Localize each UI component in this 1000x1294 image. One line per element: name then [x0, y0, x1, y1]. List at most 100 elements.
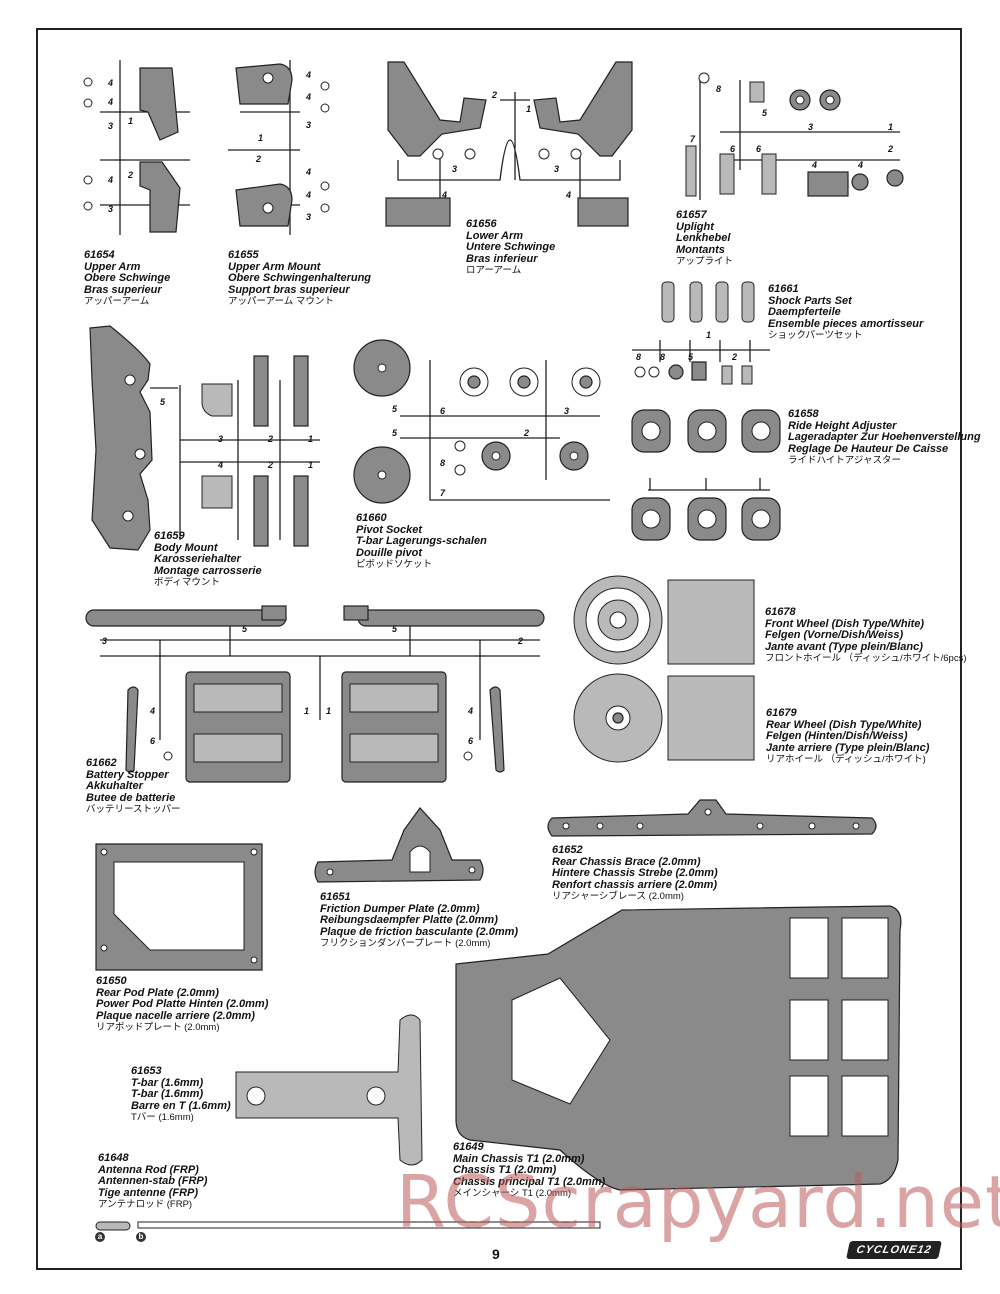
caption-61662: 61662 Battery Stopper Akkuhalter Butee d… — [86, 757, 181, 815]
svg-text:8: 8 — [716, 84, 721, 94]
svg-text:4: 4 — [107, 175, 113, 185]
svg-text:2: 2 — [517, 636, 523, 646]
svg-text:3: 3 — [564, 406, 569, 416]
main-chassis — [455, 905, 902, 1191]
rear-pod-plate — [95, 843, 263, 971]
svg-text:1: 1 — [308, 460, 313, 470]
battery-stopper-sprue: 3 2 5 5 4 4 6 6 1 1 — [85, 605, 545, 783]
svg-text:8: 8 — [440, 458, 445, 468]
svg-text:2: 2 — [731, 352, 737, 362]
svg-text:6: 6 — [150, 736, 156, 746]
t-bar — [235, 1014, 423, 1166]
svg-text:2: 2 — [887, 144, 893, 154]
caption-61655: 61655 Upper Arm Mount Obere Schwingenhal… — [228, 249, 372, 307]
svg-text:3: 3 — [554, 164, 559, 174]
svg-text:4: 4 — [565, 190, 571, 200]
uplight-sprue: 8 5 3 1 7 6 6 2 4 4 — [685, 72, 904, 200]
svg-text:4: 4 — [107, 97, 113, 107]
svg-text:1: 1 — [308, 434, 313, 444]
svg-text:4: 4 — [467, 706, 473, 716]
caption-61653: 61653 T-bar (1.6mm) T-bar (1.6mm) Barre … — [131, 1065, 231, 1123]
caption-61659: 61659 Body Mount Karosseriehalter Montag… — [154, 530, 262, 588]
svg-text:5: 5 — [392, 428, 398, 438]
svg-text:2: 2 — [523, 428, 529, 438]
svg-text:4: 4 — [305, 70, 311, 80]
page-border — [36, 28, 962, 1270]
ride-height-adjuster-sprue — [631, 409, 781, 541]
caption-61658: 61658 Ride Height Adjuster Lageradapter … — [788, 408, 981, 466]
watermark: RCScrapyard.net — [396, 1160, 1000, 1244]
svg-text:2: 2 — [491, 90, 497, 100]
caption-61648: 61648 Antenna Rod (FRP) Antennen-stab (F… — [98, 1152, 208, 1210]
svg-text:4: 4 — [107, 78, 113, 88]
antenna-rod — [95, 1221, 601, 1231]
svg-text:1: 1 — [304, 706, 309, 716]
caption-61678: 61678 Front Wheel (Dish Type/White) Felg… — [765, 606, 967, 664]
svg-text:8: 8 — [636, 352, 641, 362]
caption-61654: 61654 Upper Arm Obere Schwinge Bras supe… — [84, 249, 171, 307]
svg-text:4: 4 — [149, 706, 155, 716]
svg-text:8: 8 — [660, 352, 665, 362]
antenna-marker-b: b — [136, 1232, 146, 1242]
caption-61656: 61656 Lower Arm Untere Schwinge Bras inf… — [466, 218, 556, 276]
svg-text:5: 5 — [392, 624, 398, 634]
svg-text:7: 7 — [690, 134, 696, 144]
svg-text:4: 4 — [811, 160, 817, 170]
svg-text:4: 4 — [441, 190, 447, 200]
svg-text:3: 3 — [108, 204, 113, 214]
svg-text:2: 2 — [267, 460, 273, 470]
rear-chassis-brace — [547, 799, 877, 837]
svg-text:5: 5 — [762, 108, 768, 118]
shock-parts-sprue: 8 8 5 2 1 — [632, 281, 770, 385]
svg-text:4: 4 — [305, 92, 311, 102]
caption-61657: 61657 Uplight Lenkhebel Montants アップライト — [676, 209, 734, 267]
svg-text:3: 3 — [452, 164, 457, 174]
svg-text:6: 6 — [756, 144, 762, 154]
caption-61652: 61652 Rear Chassis Brace (2.0mm) Hintere… — [552, 844, 718, 902]
lower-arm-sprue: 2 1 3 3 4 4 — [385, 61, 633, 227]
caption-61679: 61679 Rear Wheel (Dish Type/White) Felge… — [766, 707, 930, 765]
svg-text:2: 2 — [127, 170, 133, 180]
svg-text:3: 3 — [306, 212, 311, 222]
svg-text:1: 1 — [706, 330, 711, 340]
caption-61661: 61661 Shock Parts Set Daempferteile Ense… — [768, 283, 924, 341]
pivot-socket-sprue: 5 5 6 3 2 8 7 — [353, 339, 610, 504]
caption-61650: 61650 Rear Pod Plate (2.0mm) Power Pod P… — [96, 975, 269, 1033]
svg-text:5: 5 — [392, 404, 398, 414]
svg-text:4: 4 — [305, 190, 311, 200]
svg-text:1: 1 — [888, 122, 893, 132]
caption-61660: 61660 Pivot Socket T-bar Lagerungs-schal… — [356, 512, 487, 570]
friction-dumper-plate — [314, 807, 484, 883]
svg-text:3: 3 — [108, 121, 113, 131]
upper-arm-mount-sprue: 4 4 3 1 2 4 4 3 — [228, 60, 330, 235]
svg-text:4: 4 — [305, 167, 311, 177]
svg-text:6: 6 — [468, 736, 474, 746]
svg-text:1: 1 — [128, 116, 133, 126]
body-mount-sprue: 5 3 2 1 4 2 1 — [89, 325, 320, 551]
svg-text:1: 1 — [326, 706, 331, 716]
svg-text:6: 6 — [730, 144, 736, 154]
brand-logo: CYCLONE12 — [846, 1241, 942, 1259]
svg-text:2: 2 — [255, 154, 261, 164]
svg-text:3: 3 — [218, 434, 223, 444]
svg-text:5: 5 — [688, 352, 694, 362]
svg-text:3: 3 — [808, 122, 813, 132]
svg-text:6: 6 — [440, 406, 446, 416]
svg-text:3: 3 — [102, 636, 107, 646]
svg-text:4: 4 — [857, 160, 863, 170]
svg-text:4: 4 — [217, 460, 223, 470]
svg-text:1: 1 — [526, 104, 531, 114]
svg-text:3: 3 — [306, 120, 311, 130]
svg-text:5: 5 — [242, 624, 248, 634]
front-wheel — [573, 575, 755, 665]
svg-text:1: 1 — [258, 133, 263, 143]
page-number: 9 — [492, 1246, 500, 1262]
svg-text:7: 7 — [440, 488, 446, 498]
upper-arm-sprue: 4 4 3 1 2 4 3 — [83, 60, 190, 235]
rear-wheel — [573, 673, 755, 763]
svg-text:5: 5 — [160, 397, 166, 407]
caption-61651: 61651 Friction Dumper Plate (2.0mm) Reib… — [320, 891, 519, 949]
svg-text:2: 2 — [267, 434, 273, 444]
antenna-marker-a: a — [95, 1232, 105, 1242]
